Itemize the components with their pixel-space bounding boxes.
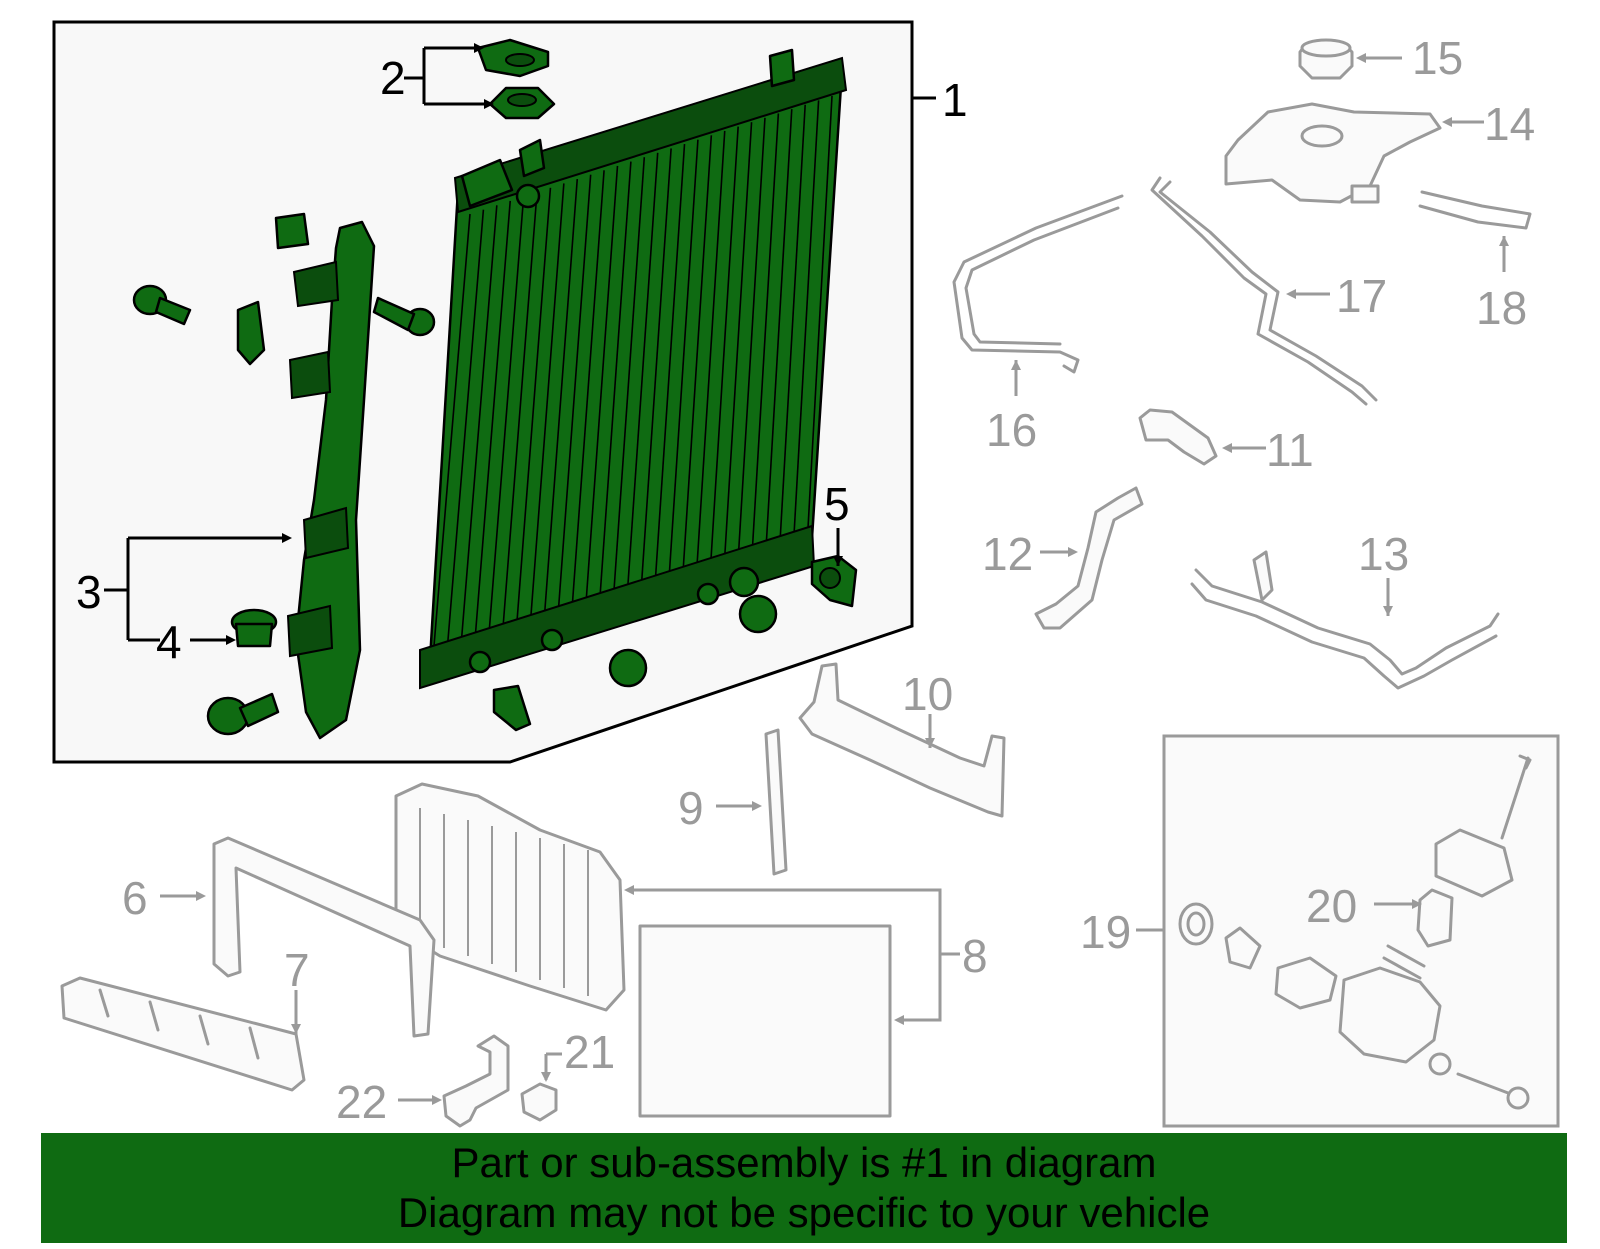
callout-7: 7 — [284, 944, 310, 996]
radiator-fin — [585, 165, 619, 598]
banner-line-1: Part or sub-assembly is #1 in diagram — [451, 1139, 1157, 1186]
shutter-slats — [419, 808, 589, 996]
radiator-fin — [433, 213, 471, 647]
radiator-fin — [627, 152, 659, 585]
callout-17: 17 — [1336, 270, 1387, 322]
radiator-fin — [516, 187, 552, 620]
condenser-icon[interactable] — [638, 924, 892, 1118]
callout-19: 19 — [1080, 906, 1131, 958]
radiator-fin — [613, 157, 646, 590]
hose-12-icon[interactable] — [1034, 486, 1144, 630]
radiator-icon[interactable] — [419, 48, 848, 690]
fitting-11-icon[interactable] — [1138, 408, 1218, 466]
clip-21-icon[interactable] — [520, 1082, 558, 1122]
callout-9: 9 — [678, 782, 704, 834]
callout-12: 12 — [982, 528, 1033, 580]
callout-14: 14 — [1484, 98, 1535, 150]
callout-3: 3 — [76, 566, 102, 618]
bolt-icon[interactable] — [132, 284, 436, 736]
radiator-fin — [488, 196, 525, 629]
radiator-fin — [654, 144, 686, 577]
callout-18: 18 — [1476, 282, 1527, 334]
parts-diagram: 1 2 3 4 5 15 14 18 17 — [52, 20, 1560, 1128]
banner-line-2: Diagram may not be specific to your vehi… — [397, 1189, 1211, 1236]
pipe-13-icon[interactable] — [1190, 550, 1500, 690]
grommet-icon[interactable] — [230, 594, 778, 688]
hose-18-icon[interactable] — [1418, 190, 1532, 230]
callout-20: 20 — [1306, 880, 1357, 932]
radiator-fin — [696, 130, 726, 564]
bracket-22-icon[interactable] — [442, 1034, 510, 1128]
callout-6: 6 — [122, 872, 148, 924]
radiator-fin — [557, 174, 592, 607]
radiator-fin — [793, 100, 820, 533]
callout-1: 1 — [942, 74, 968, 126]
radiator-fin — [668, 139, 699, 572]
radiator-fin — [530, 183, 565, 616]
callout-2: 2 — [380, 52, 406, 104]
radiator-fin — [460, 205, 498, 638]
seal-9-icon[interactable] — [764, 728, 788, 876]
shutter-assembly-icon[interactable] — [394, 782, 626, 1012]
radiator-fin — [779, 104, 806, 537]
radiator-fin — [474, 200, 512, 633]
hose-16-icon[interactable] — [952, 194, 1124, 374]
callout-22: 22 — [336, 1076, 387, 1128]
coolant-reservoir-icon[interactable] — [1224, 102, 1442, 204]
radiator-fin — [765, 109, 793, 542]
radiator-fin — [502, 192, 538, 625]
radiator-fins — [433, 95, 833, 647]
deflector-7-icon[interactable] — [60, 976, 306, 1092]
callout-13: 13 — [1358, 528, 1409, 580]
callout-10: 10 — [902, 668, 953, 720]
hose-17-icon[interactable] — [1150, 176, 1378, 406]
callout-15: 15 — [1412, 32, 1463, 84]
radiator-fin — [710, 126, 739, 559]
radiator-fin — [640, 148, 672, 581]
air-baffle-10-icon[interactable] — [798, 662, 1006, 818]
radiator-fin — [724, 122, 753, 555]
reservoir-cap-icon[interactable] — [1298, 38, 1354, 80]
radiator-fin — [447, 209, 485, 642]
thermostat-icon[interactable] — [1178, 754, 1532, 1110]
info-banner: Part or sub-assembly is #1 in diagram Di… — [41, 1133, 1567, 1243]
deflector-6-icon[interactable] — [212, 836, 436, 1038]
radiator-fin — [737, 117, 766, 550]
callout-4: 4 — [156, 616, 182, 668]
thermostat-kit-frame — [1162, 734, 1560, 1128]
side-bracket-icon[interactable] — [236, 212, 376, 740]
radiator-fin — [682, 135, 713, 568]
callout-21: 21 — [564, 1026, 615, 1078]
callout-11: 11 — [1266, 424, 1314, 476]
radiator-fin — [807, 95, 833, 529]
radiator-fin — [571, 170, 605, 603]
lower-clip-icon[interactable] — [492, 684, 532, 732]
callout-16: 16 — [986, 404, 1037, 456]
callout-8: 8 — [962, 930, 988, 982]
radiator-fin — [544, 178, 579, 612]
radiator-fin — [599, 161, 632, 594]
upper-mount-icon[interactable] — [476, 38, 556, 120]
callout-5: 5 — [824, 478, 850, 530]
radiator-fin — [751, 113, 780, 546]
